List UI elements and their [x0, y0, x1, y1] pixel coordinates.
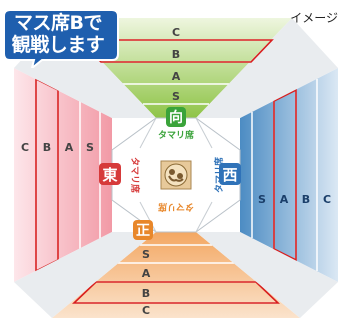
sumo-ring-icon: [160, 160, 192, 190]
west-block: S A B C: [240, 68, 338, 282]
west-row-s: S: [258, 193, 266, 206]
north-row-s: S: [172, 90, 180, 103]
inner-line-2: [195, 117, 213, 149]
north-row-b: B: [172, 48, 180, 61]
north-row-a: A: [172, 70, 181, 83]
east-row-c: C: [21, 141, 29, 154]
direction-east-text: 東: [102, 166, 117, 184]
east-row-b: B: [43, 141, 51, 154]
west-row-b: B: [302, 193, 310, 206]
tamari-north-label: タマリ席: [158, 129, 194, 141]
south-row-s: S: [142, 248, 150, 261]
tamari-south-label: タマリ席: [158, 201, 194, 213]
direction-south-text: 正: [136, 223, 150, 239]
inner-line-4: [195, 201, 213, 233]
west-row-b-highlight: [273, 88, 297, 262]
image-note: イメージ: [290, 11, 338, 25]
direction-west-text: 西: [222, 166, 237, 184]
inner-line-3: [139, 201, 157, 233]
direction-east-badge: 東: [99, 163, 121, 185]
walkway-ne: [196, 18, 338, 118]
tamari-east-label: タマリ席: [129, 157, 141, 193]
badge-line-2: 観戦します: [11, 34, 105, 56]
south-block-fill: [52, 232, 300, 318]
south-row-c: C: [142, 304, 150, 317]
west-block-fill: [240, 68, 338, 282]
direction-north-text: 向: [169, 109, 183, 126]
south-row-b: B: [142, 287, 150, 300]
south-row-b-highlight: [72, 281, 280, 304]
west-row-c: C: [323, 193, 331, 206]
badge-text: マス席Bで 観戦します: [0, 12, 116, 56]
west-row-a: A: [280, 193, 289, 206]
east-block-fill: [14, 68, 112, 282]
walkway-sw: [14, 232, 156, 318]
direction-north-badge: 向: [166, 107, 186, 127]
east-row-a: A: [65, 141, 74, 154]
south-block: S A B C: [52, 232, 300, 318]
north-row-c: C: [172, 26, 180, 39]
south-row-a: A: [142, 267, 151, 280]
direction-south-badge: 正: [133, 220, 153, 240]
walkway-se: [196, 232, 338, 318]
badge-bubble: [3, 9, 119, 68]
east-row-s: S: [86, 141, 94, 154]
direction-west-badge: 西: [219, 163, 241, 185]
inner-line-1: [139, 117, 157, 149]
badge-line-1: マス席Bで: [14, 12, 102, 34]
east-block: C B A S: [14, 68, 112, 282]
